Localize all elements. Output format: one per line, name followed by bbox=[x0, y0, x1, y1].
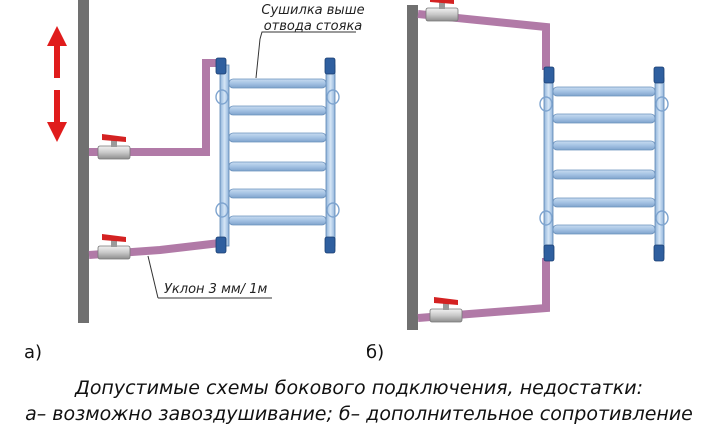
callout-top-line2: отвода стояка bbox=[264, 19, 363, 34]
callout-bottom-label: Уклон 3 мм/ 1м bbox=[164, 282, 267, 297]
towel-rail-a bbox=[215, 57, 340, 254]
caption-line-2: а– возможно завоздушивание; б– дополните… bbox=[25, 403, 693, 425]
supply-pipe bbox=[89, 59, 220, 156]
callout-bottom: Уклон 3 мм/ 1м bbox=[147, 255, 272, 299]
riser-pipe-b bbox=[407, 5, 418, 330]
scheme-b: б) bbox=[366, 0, 669, 363]
scheme-a-letter: а) bbox=[24, 342, 42, 363]
riser-pipe bbox=[78, 0, 89, 323]
supply-pipe-b bbox=[417, 10, 550, 70]
valve-bottom bbox=[97, 234, 131, 260]
valve-bottom-b bbox=[429, 297, 463, 323]
scheme-b-letter: б) bbox=[366, 342, 384, 363]
callout-top: Сушилка выше отвода стояка bbox=[255, 3, 365, 79]
scheme-a: Сушилка выше отвода стояка Уклон 3 мм/ 1… bbox=[24, 0, 365, 363]
callout-top-line1: Сушилка выше bbox=[261, 3, 364, 18]
up-down-arrow-icon bbox=[47, 26, 67, 142]
caption-line-1: Допустимые схемы бокового подключения, н… bbox=[74, 377, 644, 399]
valve-top bbox=[97, 134, 131, 160]
valve-top-b bbox=[425, 0, 459, 22]
towel-rail-b bbox=[539, 66, 669, 262]
